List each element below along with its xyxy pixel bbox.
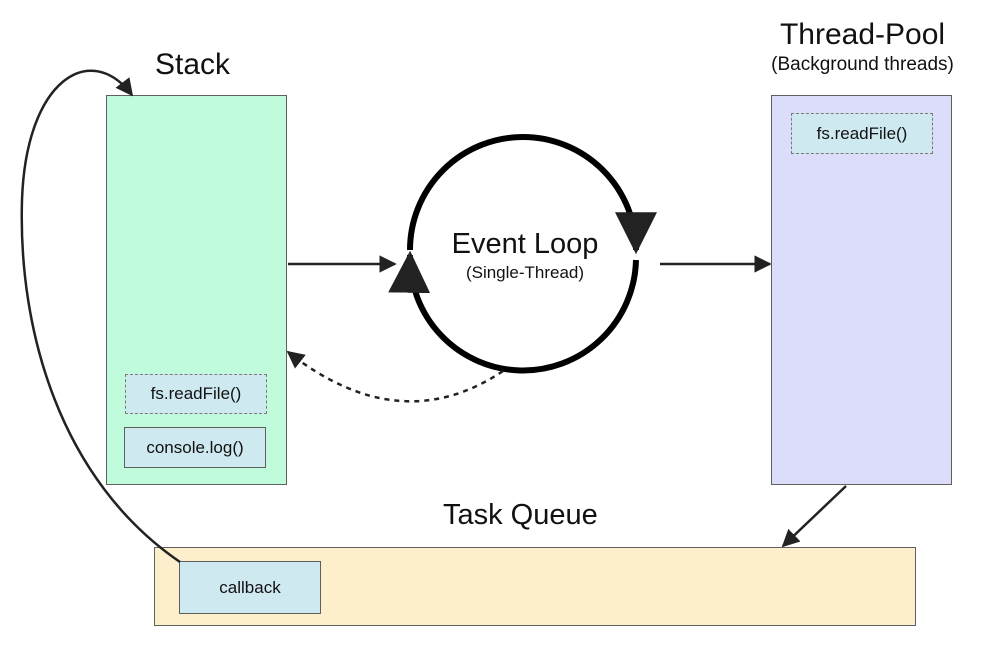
stack-title: Stack — [155, 48, 231, 81]
event-loop-title: Event Loop — [451, 228, 599, 260]
stack-item-console-log: console.log() — [124, 427, 266, 468]
arrow-thread-pool-to-task-queue — [781, 485, 847, 548]
event-loop-subtitle: (Single-Thread) — [465, 263, 585, 282]
event-loop-label: Event Loop (Single-Thread) — [420, 228, 630, 283]
stack-item-readfile: fs.readFile() — [125, 374, 267, 414]
thread-pool-subtitle: (Background threads) — [771, 54, 954, 75]
task-queue-title: Task Queue — [443, 499, 598, 531]
arrow-event-loop-to-stack — [286, 350, 504, 403]
thread-pool-title: Thread-Pool — [779, 18, 946, 51]
thread-pool-heading: Thread-Pool (Background threads) — [720, 18, 1000, 76]
thread-pool-item-readfile: fs.readFile() — [791, 113, 933, 154]
task-queue-item-callback: callback — [179, 561, 321, 614]
thread-pool-panel — [771, 95, 952, 485]
